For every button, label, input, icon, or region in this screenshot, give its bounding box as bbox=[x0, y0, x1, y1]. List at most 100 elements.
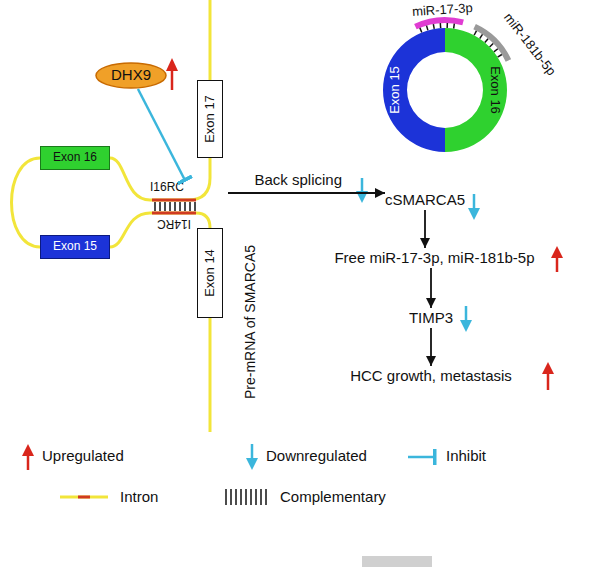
intron-line bbox=[110, 158, 150, 200]
complementary-strand bbox=[152, 212, 196, 215]
exon-box: Exon 14 bbox=[197, 228, 223, 318]
up-arrow bbox=[556, 256, 559, 272]
complementary-strand bbox=[152, 199, 196, 202]
node-text: Exon 16 bbox=[488, 66, 502, 114]
intron-line bbox=[12, 158, 41, 247]
molecule-label: Pre-mRNA of SMARCA5 bbox=[242, 245, 258, 399]
node-text: cSMARCA5 bbox=[385, 192, 465, 209]
intron-line bbox=[110, 213, 150, 247]
legend-down-arrow bbox=[251, 444, 254, 460]
exon-box: Exon 15 bbox=[40, 235, 110, 259]
legend-inhibit bbox=[433, 449, 437, 465]
circrna-ring: Exon 15 Exon 16 bbox=[383, 28, 507, 152]
tick bbox=[159, 202, 161, 211]
tick bbox=[474, 31, 476, 35]
tick bbox=[184, 202, 186, 211]
tick bbox=[230, 489, 232, 505]
tick bbox=[265, 489, 267, 505]
legend-inhibit bbox=[408, 456, 434, 459]
tick bbox=[433, 24, 435, 29]
molecule-text: cSMARCA5 bbox=[385, 190, 465, 210]
tick bbox=[169, 202, 171, 211]
watermark-bar bbox=[362, 556, 432, 567]
intron-line bbox=[209, 318, 212, 432]
arrow-connector bbox=[430, 268, 432, 308]
tick bbox=[245, 489, 247, 505]
intron-region-label: I16RC bbox=[150, 180, 228, 196]
node-text: Exon 15 bbox=[388, 66, 402, 114]
exon-box: Exon 17 bbox=[197, 80, 223, 158]
exon-box: Exon 16 bbox=[40, 146, 110, 170]
ring-segment bbox=[445, 28, 507, 152]
molecule-text: TIMP3 bbox=[408, 308, 454, 328]
tick bbox=[453, 24, 455, 29]
intron-region-label: I14RC bbox=[152, 216, 196, 232]
node-text: I16RC bbox=[150, 181, 184, 194]
node-text: Exon 16 bbox=[53, 151, 97, 164]
up-arrow bbox=[547, 372, 550, 390]
node-text: I14RC bbox=[157, 217, 191, 230]
up-arrow bbox=[542, 362, 554, 374]
tick bbox=[420, 28, 422, 33]
legend-down-arrow bbox=[246, 458, 258, 470]
arrow-connector bbox=[430, 328, 432, 366]
node-text: DHX9 bbox=[111, 67, 151, 84]
node-text: Exon 14 bbox=[203, 249, 217, 297]
up-arrow bbox=[171, 68, 174, 90]
mirna-label: miR-17-3p bbox=[412, 0, 474, 19]
tick bbox=[427, 26, 428, 31]
node-text: Exon 17 bbox=[203, 95, 217, 143]
legend-intron bbox=[78, 496, 90, 499]
outcome-text: HCC growth, metastasis bbox=[325, 366, 537, 386]
node-text: Exon 15 bbox=[53, 240, 97, 253]
up-arrow bbox=[551, 246, 563, 258]
tick bbox=[260, 489, 262, 505]
tick bbox=[490, 43, 494, 46]
node-text: TIMP3 bbox=[409, 310, 453, 327]
protein-ellipse: DHX9 bbox=[95, 62, 167, 89]
tick bbox=[164, 202, 166, 211]
legend-text: Downregulated bbox=[266, 447, 367, 464]
edge-label: Back splicing bbox=[255, 171, 343, 188]
up-arrow bbox=[166, 58, 178, 71]
down-arrow bbox=[361, 178, 364, 193]
down-arrow bbox=[356, 191, 368, 203]
legend-up-arrow bbox=[22, 444, 34, 456]
legend-complementary bbox=[226, 489, 266, 505]
molecule-text: Free miR-17-3p, miR-181b-5p bbox=[322, 248, 547, 268]
ring-segment bbox=[383, 28, 445, 152]
tick bbox=[179, 202, 181, 211]
tick bbox=[498, 54, 502, 57]
legend-intron bbox=[60, 496, 108, 499]
ellipse-outline bbox=[96, 63, 166, 88]
intron-line bbox=[150, 158, 210, 200]
tick bbox=[485, 39, 488, 43]
down-arrow bbox=[465, 306, 468, 322]
tick bbox=[154, 202, 156, 211]
down-arrow bbox=[460, 320, 472, 332]
node-text: Free miR-17-3p, miR-181b-5p bbox=[334, 250, 534, 267]
intron-line bbox=[209, 0, 212, 80]
legend-text: Complementary bbox=[280, 488, 386, 505]
mirna-arc bbox=[415, 20, 463, 27]
legend-text: Inhibit bbox=[446, 447, 486, 464]
tick bbox=[446, 23, 448, 28]
tick bbox=[189, 202, 191, 211]
mirna-label: miR-181b-5p bbox=[501, 10, 559, 78]
tick bbox=[194, 202, 196, 211]
complementary-ticks bbox=[155, 202, 195, 211]
arrow-connector bbox=[424, 210, 426, 248]
tick bbox=[480, 34, 483, 38]
tick bbox=[225, 489, 227, 505]
tick bbox=[174, 202, 176, 211]
tick bbox=[240, 489, 242, 505]
legend-up-arrow bbox=[27, 454, 30, 470]
legend-text: Upregulated bbox=[42, 447, 124, 464]
legend-text: Intron bbox=[120, 488, 158, 505]
tick bbox=[440, 23, 442, 28]
inhibit-connector bbox=[138, 89, 185, 180]
arrow-connector bbox=[228, 192, 385, 194]
down-arrow bbox=[473, 194, 476, 210]
tick bbox=[255, 489, 257, 505]
